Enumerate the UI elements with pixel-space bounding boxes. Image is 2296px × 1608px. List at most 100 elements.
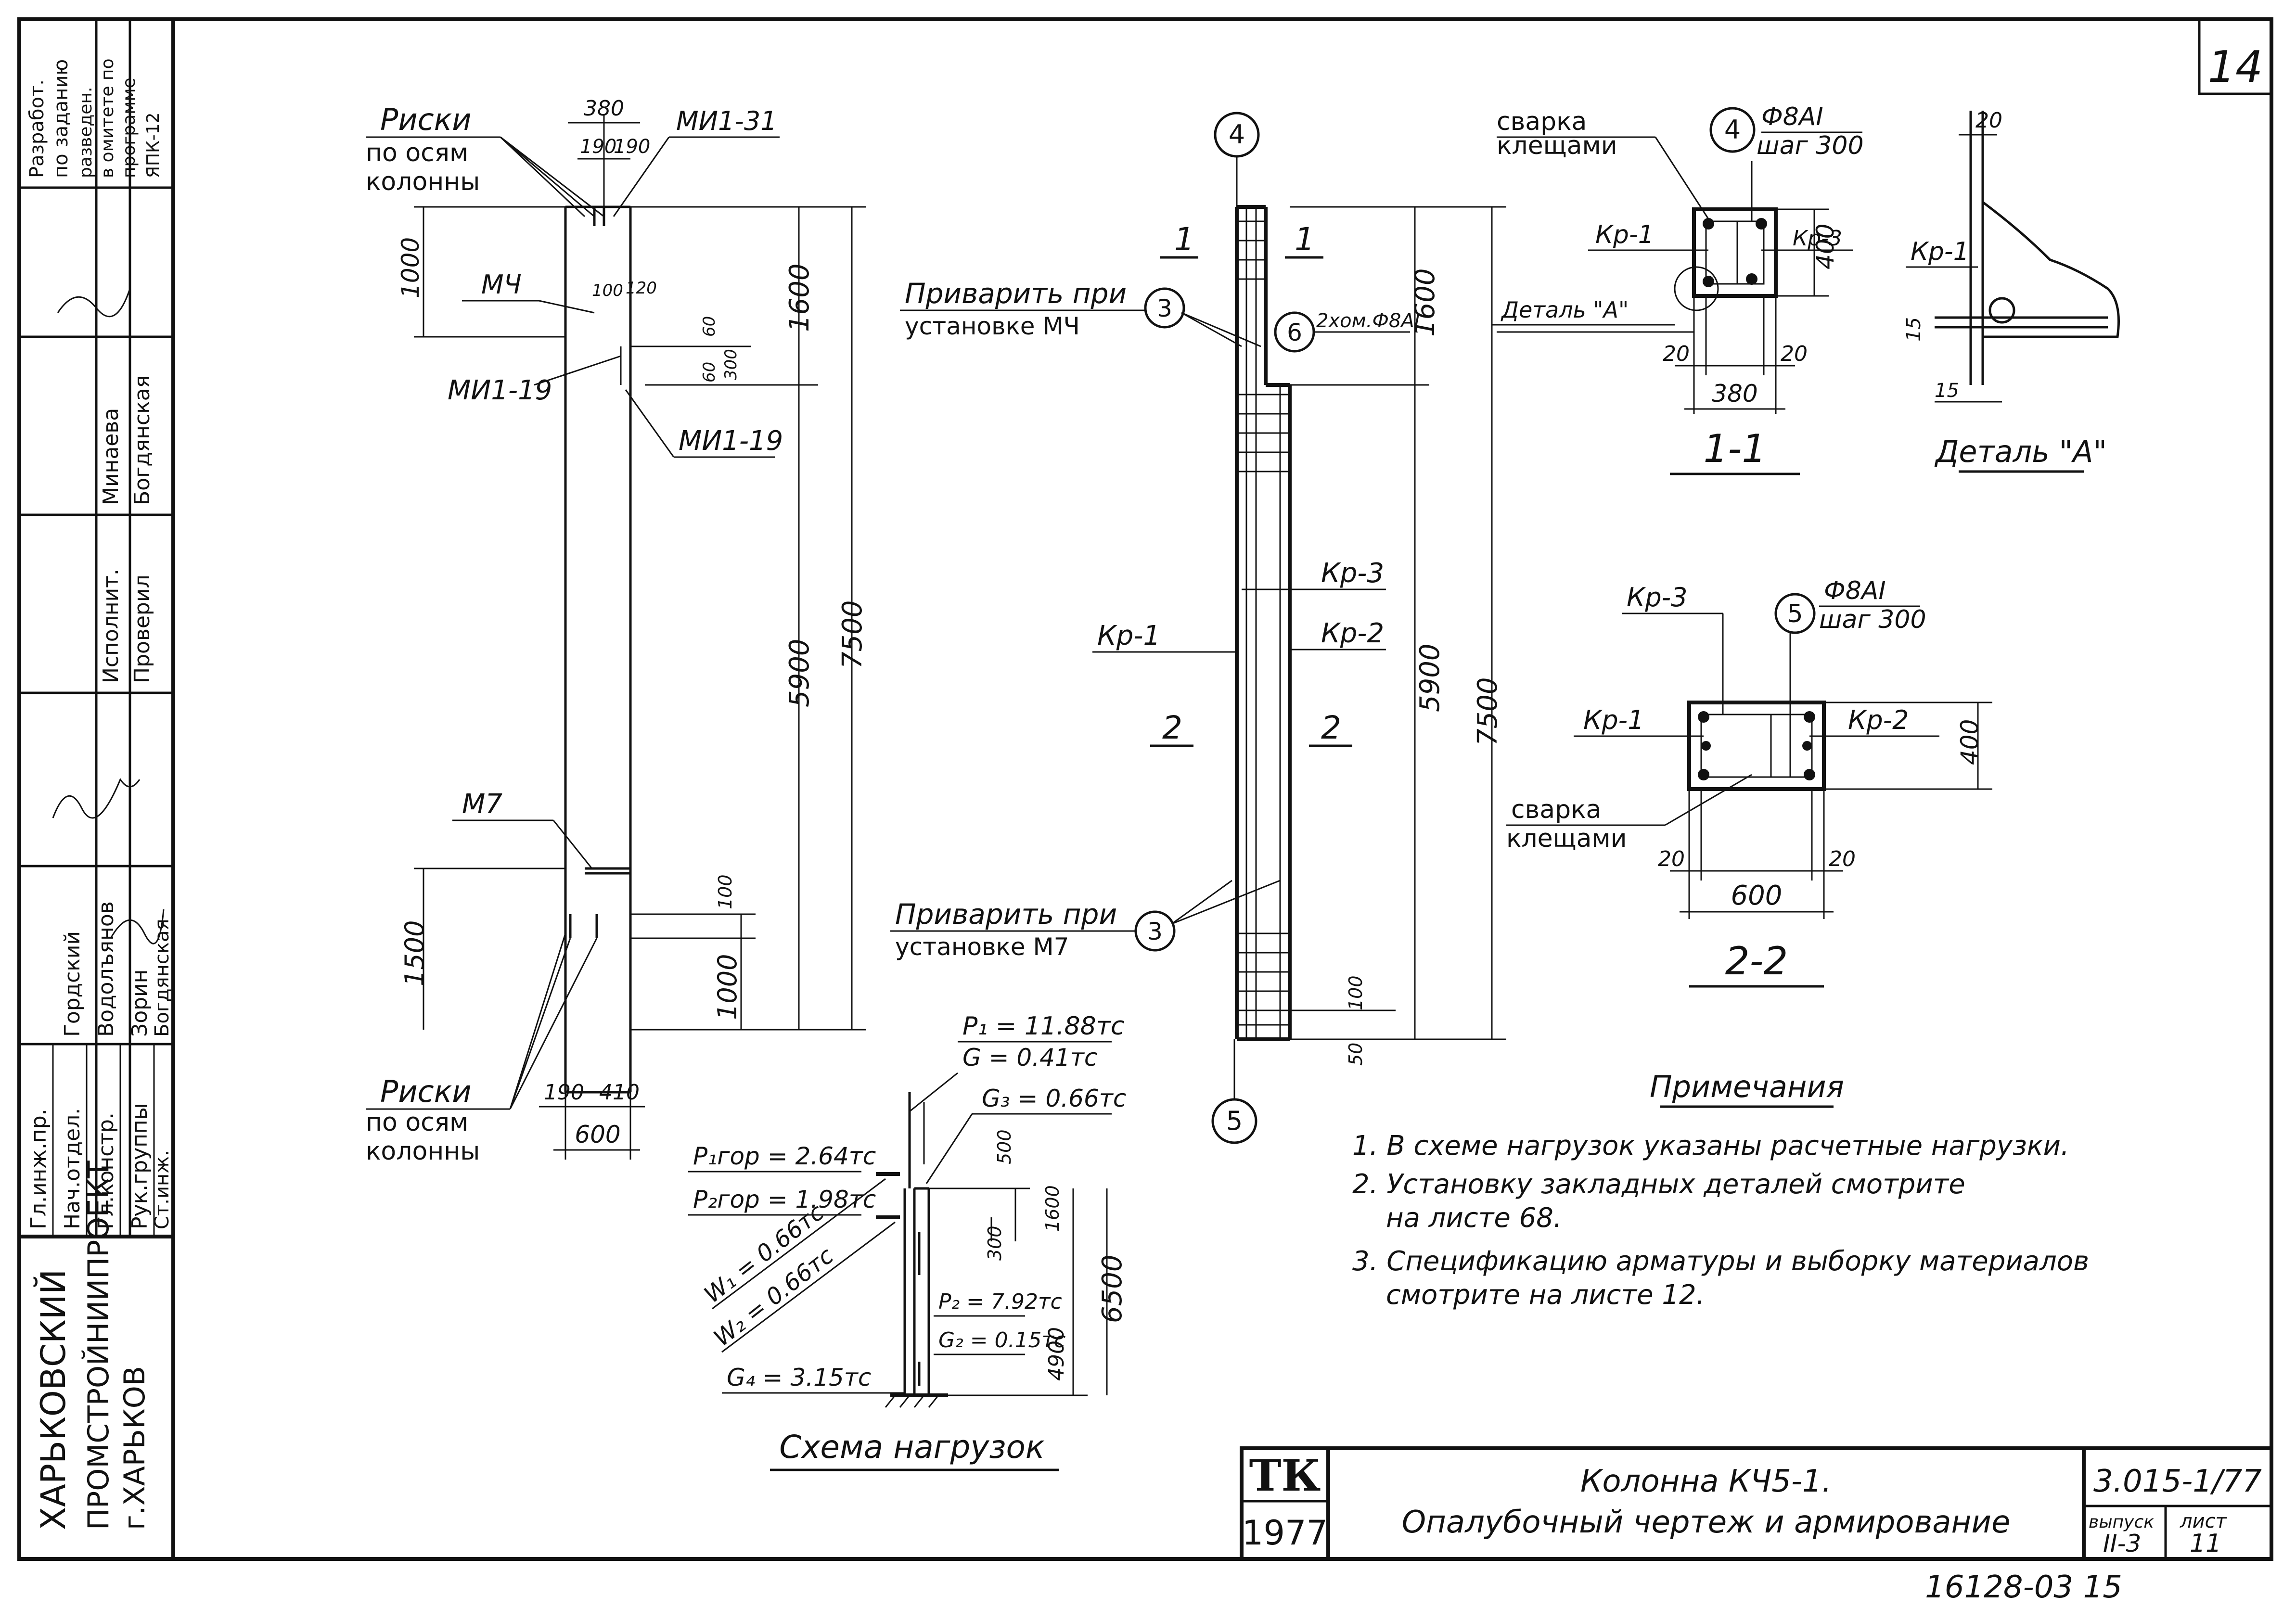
label-mi1-19-left: МИ1-19 xyxy=(448,375,552,406)
stamp-side-role-2: Проверил xyxy=(130,574,154,683)
dim-100: 100 xyxy=(592,281,623,300)
signature-1 xyxy=(57,288,131,318)
axis-label-4: 4 xyxy=(1229,119,1245,150)
riski-top-1: Риски xyxy=(380,102,472,137)
s22-kp2: Кр-2 xyxy=(1848,705,1909,735)
stamp-org-1: ХАРЬКОВСКИЙ xyxy=(34,1269,73,1530)
callout-6: 6 xyxy=(1287,319,1302,346)
dim-60-a: 60 xyxy=(700,316,719,337)
load-scheme: P₁ = 11.88тс G = 0.41тс G₃ = 0.66тс P₁го… xyxy=(688,1012,1128,1471)
tb-vyp: II-3 xyxy=(2103,1530,2141,1557)
dim-7500-left: 7500 xyxy=(837,600,868,669)
load-p2gor: P₂гор = 1.98тс xyxy=(693,1186,876,1213)
detail-dim-20: 20 xyxy=(1975,108,2002,133)
kp1-label: Кр-1 xyxy=(1097,620,1160,651)
s11-rebar: Ф8АI xyxy=(1761,102,1823,131)
tb-tk: ТК xyxy=(1249,1450,1321,1501)
dim-190-a: 190 xyxy=(580,136,616,158)
s11-detail-ref: Деталь "А" xyxy=(1501,297,1629,323)
detail-dim-15-b: 15 xyxy=(1935,380,1959,402)
riski-top-3: колонны xyxy=(366,167,480,196)
riski-bottom-2: по осям xyxy=(366,1108,468,1137)
section-1-left: 1 xyxy=(1174,221,1194,258)
note-1: 1. В схеме нагрузок указаны расчетные на… xyxy=(1352,1130,2069,1161)
s11-axis: 4 xyxy=(1724,115,1741,145)
dim-1500: 1500 xyxy=(399,920,430,986)
s22-kp3: Кр-3 xyxy=(1627,582,1687,613)
s11-dim-400: 400 xyxy=(1811,224,1839,269)
load-dim-6500: 6500 xyxy=(1097,1254,1128,1323)
s11-axis-circle xyxy=(1709,107,1756,153)
s22-callout-circle xyxy=(1774,593,1816,634)
dim-190-b: 190 xyxy=(614,136,650,158)
stamp-name-2: Гордский xyxy=(60,931,85,1037)
mid-dim-50: 50 xyxy=(1345,1043,1366,1066)
s22-weld-2: клещами xyxy=(1506,824,1627,853)
s22-callout: 5 xyxy=(1787,600,1803,628)
stamp-role-3: Гл.констр. xyxy=(94,1112,118,1229)
stamp-role-4: Рук.группы xyxy=(128,1103,152,1230)
note-3: 3. Спецификацию арматуры и выборку матер… xyxy=(1352,1246,2089,1277)
kp2-label: Кр-2 xyxy=(1321,618,1384,649)
load-p1gor: P₁гор = 2.64тс xyxy=(693,1142,876,1170)
note-3b: смотрите на листе 12. xyxy=(1386,1279,1705,1311)
clamp-note: 2хом.Ф8АI xyxy=(1316,310,1420,332)
callout-3b: 3 xyxy=(1147,918,1163,945)
dim-600-bottom: 600 xyxy=(575,1121,620,1149)
note-2: 2. Установку закладных деталей смотрите xyxy=(1352,1169,1965,1200)
title-block: ТК 1977 Колонна КЧ5-1. Опалубочный черте… xyxy=(1240,1446,2273,1561)
mid-dim-5900: 5900 xyxy=(1414,643,1446,712)
s11-dim-20-b: 20 xyxy=(1781,342,1808,366)
stamp-role-2: Нач.отдел. xyxy=(60,1108,85,1229)
tb-code: 3.015-1/77 xyxy=(2093,1464,2262,1499)
load-p2: P₂ = 7.92тс xyxy=(938,1289,1062,1314)
label-mi1-19-right: МИ1-19 xyxy=(679,425,783,457)
stamp-top-2: по заданию xyxy=(50,59,72,178)
detail-a: 20 Кр-1 15 15 Деталь "А" xyxy=(1903,108,2120,473)
dim-1000-low: 1000 xyxy=(712,954,743,1020)
riski-bottom-1: Риски xyxy=(380,1074,472,1109)
detail-title: Деталь "А" xyxy=(1934,434,2107,469)
stamp-side-name-1: Минаева xyxy=(99,408,123,505)
tb-name-1: Колонна КЧ5-1. xyxy=(1580,1464,1832,1499)
load-g4: G₄ = 3.15тс xyxy=(727,1364,871,1391)
mid-dim-1600: 1600 xyxy=(1410,268,1441,337)
s22-dim-600: 600 xyxy=(1731,880,1783,911)
stamp-top-6: ЯПК-12 xyxy=(143,113,163,178)
s22-dim-20-b: 20 xyxy=(1829,847,1856,871)
tb-name-2: Опалубочный чертеж и армирование xyxy=(1402,1505,2011,1540)
label-m7: М7 xyxy=(462,789,502,820)
s22-step: шаг 300 xyxy=(1819,605,1926,634)
section-2-2: Кр-3 5 Ф8АI шаг 300 Кр-1 Кр-2 400 сварка… xyxy=(1506,576,1992,988)
load-p1: P₁ = 11.88тс xyxy=(962,1012,1125,1041)
load-dim-4900: 4900 xyxy=(1044,1327,1069,1381)
formwork-view: Риски по осям колонны 380 190 190 МИ1-31… xyxy=(366,96,868,1166)
load-g2: G₂ = 0.15тс xyxy=(938,1328,1065,1353)
weld-bottom-2: установке М7 xyxy=(895,933,1069,961)
stamp-org-3: г.ХАРЬКОВ xyxy=(118,1366,152,1530)
s11-dim-380: 380 xyxy=(1712,380,1757,408)
stamp-role-5: Ст.инж. xyxy=(151,1150,173,1229)
stirrups-top xyxy=(1237,220,1290,1026)
s11-weld-2: клещами xyxy=(1497,131,1617,160)
notes-title: Примечания xyxy=(1650,1069,1844,1104)
stamp-side-role-1: Исполнит. xyxy=(99,569,123,683)
notes: Примечания 1. В схеме нагрузок указаны р… xyxy=(1352,1069,2089,1311)
bottom-note: 16128-03 15 xyxy=(1925,1570,2122,1605)
load-dim-1600: 1600 xyxy=(1042,1185,1063,1232)
mid-dim-7500: 7500 xyxy=(1472,677,1503,746)
stamp-name-3: Водолъянов xyxy=(94,901,118,1037)
dim-60-b: 60 xyxy=(700,362,719,383)
s22-dim-400: 400 xyxy=(1956,719,1984,765)
kp3-label: Кр-3 xyxy=(1321,558,1384,589)
s11-step: шаг 300 xyxy=(1757,131,1864,160)
tb-list: 11 xyxy=(2190,1529,2221,1558)
section-1-1: сварка клещами 4 Ф8АI шаг 300 Кр-1 Кр-3 … xyxy=(1492,102,1864,475)
label-m4: МЧ xyxy=(481,269,522,300)
page-number: 14 xyxy=(2208,42,2263,92)
signature-2 xyxy=(52,778,141,819)
left-stamp: ХАРЬКОВСКИЙ ПРОМСТРОЙНИИПРОЕКТ г.ХАРЬКОВ… xyxy=(17,17,175,1561)
dim-300: 300 xyxy=(721,349,741,380)
section-2-right: 2 xyxy=(1321,709,1341,746)
